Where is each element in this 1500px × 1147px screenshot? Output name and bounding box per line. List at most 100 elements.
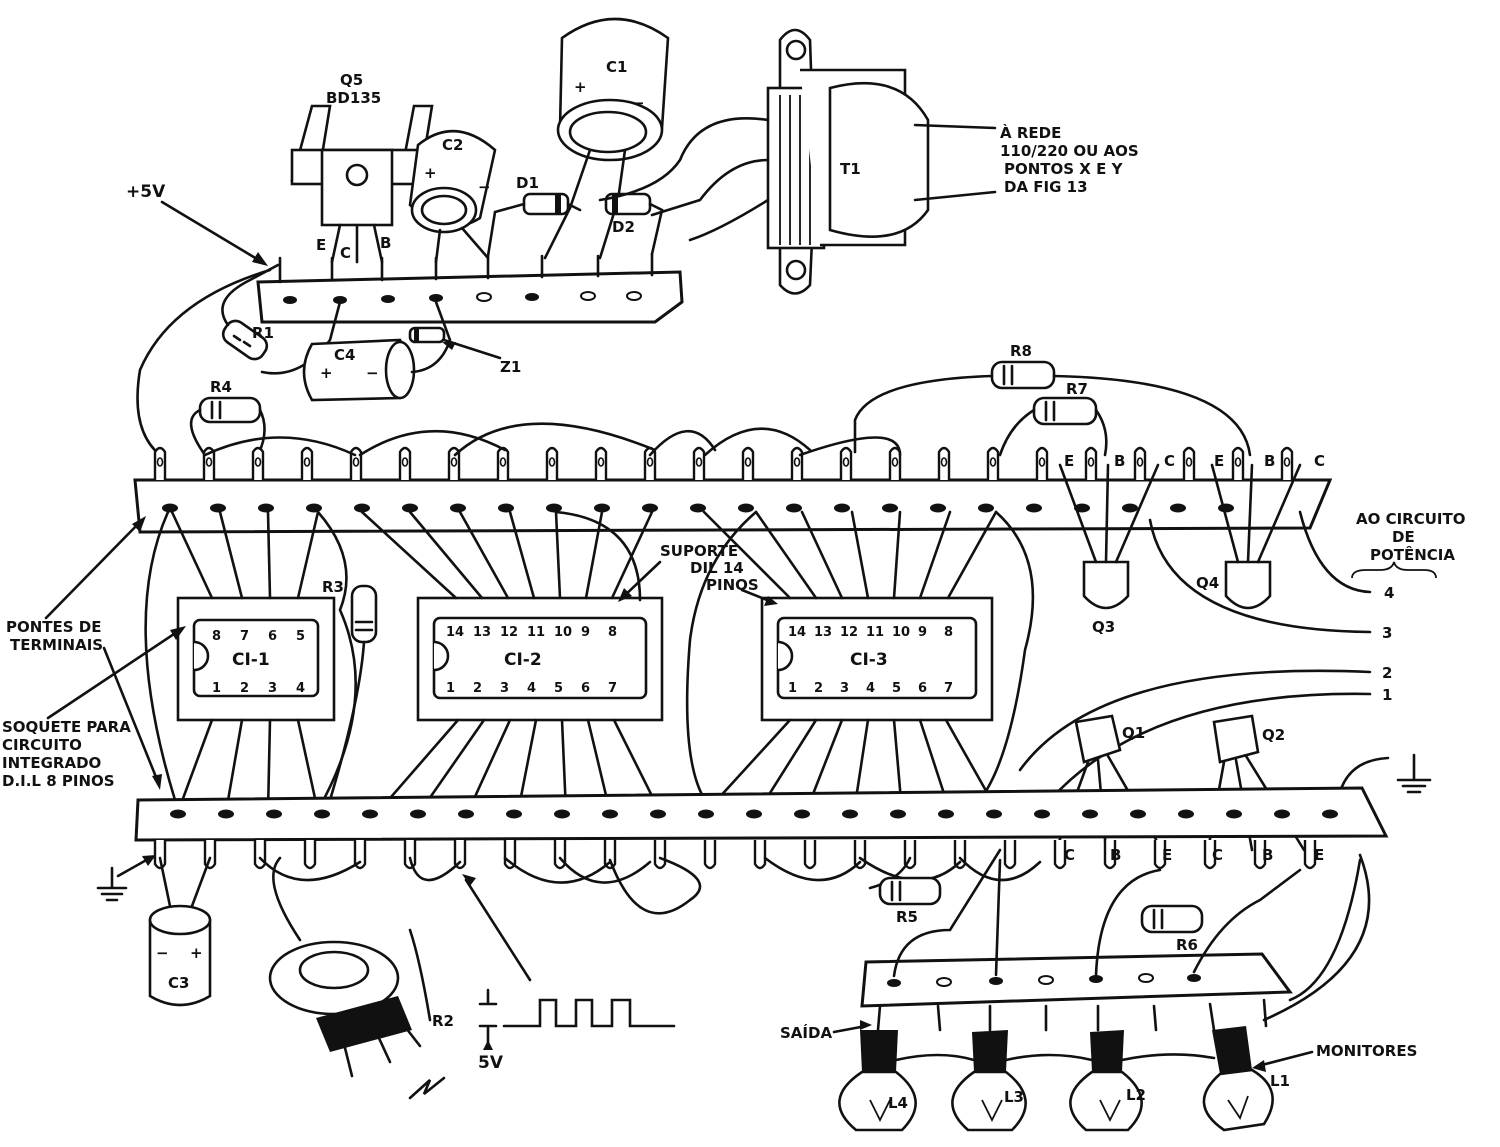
out-4: 4 <box>1384 584 1394 602</box>
lower-hole <box>362 809 378 819</box>
side-loop-wires <box>144 510 1035 812</box>
upper-lug-eye <box>695 457 703 467</box>
ic-pin-number: 10 <box>554 625 572 640</box>
upper-hole <box>162 503 178 513</box>
pontes-line2: TERMINAIS <box>10 636 103 654</box>
lower-hole <box>554 809 570 819</box>
output-lines: 4 3 2 1 <box>1018 510 1394 802</box>
ic-pin-number: 1 <box>788 681 797 696</box>
upper-lug-eye <box>1185 457 1193 467</box>
lower-hole <box>410 809 426 819</box>
lower-lug <box>153 840 167 870</box>
lower-hole <box>746 809 762 819</box>
q4-label: Q4 <box>1196 574 1219 592</box>
suporte-line2: DIL 14 <box>690 559 744 577</box>
lower-lug <box>1103 840 1117 870</box>
c2-plus: + <box>424 164 437 182</box>
lower-hole <box>1226 809 1242 819</box>
svg-text:8: 8 <box>212 629 221 644</box>
lower-hole <box>506 809 522 819</box>
rede-line3: PONTOS X E Y <box>1004 160 1124 178</box>
lower-lug <box>253 840 267 870</box>
ao-line2: DE <box>1392 528 1415 546</box>
upper-hole <box>978 503 994 513</box>
c2-capacitor: C2 + − <box>408 129 497 264</box>
z1-label: Z1 <box>500 358 521 376</box>
lower-main-terminal-strip <box>134 786 1389 870</box>
lower-hole <box>1130 809 1146 819</box>
ao-line3: POTÊNCIA <box>1370 545 1455 564</box>
c3-label: C3 <box>168 974 189 992</box>
ci2-label: CI-2 <box>504 650 542 670</box>
svg-text:7: 7 <box>240 629 249 644</box>
q4-e-label: E <box>1214 452 1224 470</box>
c1-capacitor: C1 + − <box>543 17 670 260</box>
ic-pin-number: 2 <box>473 681 482 696</box>
upper-lug-eye <box>401 457 409 467</box>
q5-heatsink-transistor: Q5 BD135 E C B <box>290 71 434 264</box>
lower-lug <box>1053 840 1067 870</box>
monitores-annotation: MONITORES <box>1252 1042 1417 1072</box>
ground-left <box>96 855 156 902</box>
r3-label: R3 <box>322 578 344 596</box>
q1-e-label: E <box>1162 846 1172 864</box>
q2-label: Q2 <box>1262 726 1285 744</box>
lamp-l4: L4 <box>838 1030 917 1132</box>
lamp-l1: L1 <box>1202 1026 1290 1132</box>
pulse-waveform: 5V <box>462 874 676 1073</box>
lower-hole <box>170 809 186 819</box>
lower-lug <box>803 840 817 870</box>
saida-annotation: SAÍDA <box>780 1020 872 1042</box>
top-strip-holes <box>283 291 642 304</box>
ic-pin-number: 10 <box>892 625 910 640</box>
ic-pin-number: 6 <box>581 681 590 696</box>
q2-b-label: B <box>1262 846 1273 864</box>
q5-pin-c: C <box>340 244 351 262</box>
ci1-label: CI-1 <box>232 650 270 670</box>
lower-hole <box>1178 809 1194 819</box>
r2-label: R2 <box>432 1012 454 1030</box>
lower-lug <box>1003 840 1017 870</box>
upper-hole <box>546 503 562 513</box>
plus5v-label: +5V <box>126 182 166 202</box>
lower-lug <box>1303 840 1317 870</box>
upper-lug-eye <box>989 457 997 467</box>
upper-hole <box>1122 503 1138 513</box>
upper-lug-eye <box>793 457 801 467</box>
r5-resistor: R5 <box>878 876 942 926</box>
q5-pin-b: B <box>380 234 391 252</box>
ic-pin-number: 7 <box>608 681 617 696</box>
svg-text:2: 2 <box>240 681 249 696</box>
upper-hole <box>306 503 322 513</box>
svg-text:3: 3 <box>268 681 277 696</box>
lower-hole <box>314 809 330 819</box>
d1-label: D1 <box>516 174 539 192</box>
upper-hole <box>786 503 802 513</box>
lower-hole <box>1274 809 1290 819</box>
upper-hole <box>1170 503 1186 513</box>
lower-cbe-labels: C B E C B E <box>1064 846 1324 864</box>
r8-resistor: R8 <box>853 342 1252 457</box>
lower-hole <box>1322 809 1338 819</box>
c1-plus: + <box>574 78 587 96</box>
lower-hole <box>218 809 234 819</box>
upper-hole <box>642 503 658 513</box>
lower-hole <box>890 809 906 819</box>
ic-pin-number: 14 <box>446 625 464 640</box>
ic-pin-number: 6 <box>918 681 927 696</box>
upper-hole <box>210 503 226 513</box>
ic-pin-number: 3 <box>500 681 509 696</box>
upper-lug-eye <box>548 457 556 467</box>
q5-pin-e: E <box>316 236 326 254</box>
c2-label: C2 <box>442 136 463 154</box>
q3-e-label: E <box>1064 452 1074 470</box>
upper-hole <box>354 503 370 513</box>
ic-pin-number: 12 <box>500 625 518 640</box>
q1-b-label: B <box>1110 846 1121 864</box>
lower-lug <box>653 840 667 870</box>
svg-text:4: 4 <box>296 681 305 696</box>
